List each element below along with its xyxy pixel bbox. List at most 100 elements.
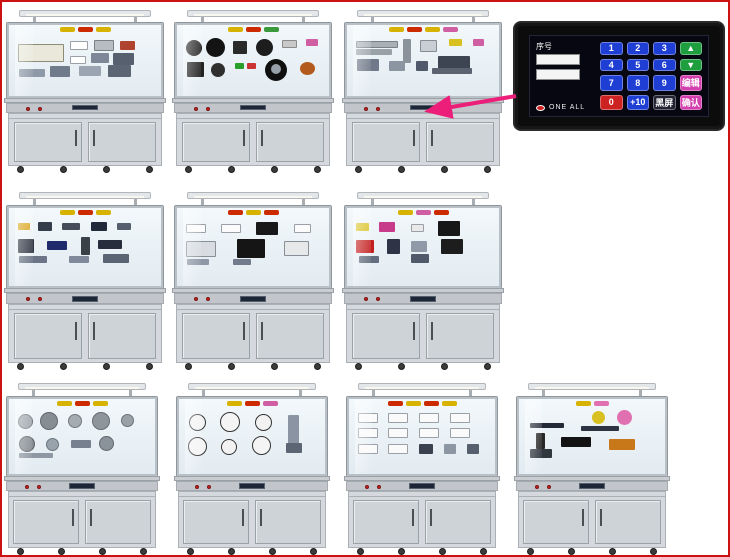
lamp-arm-icon (200, 17, 204, 24)
door-handle-icon[interactable] (431, 322, 434, 341)
door-handle-icon[interactable] (431, 129, 434, 146)
power-button[interactable] (193, 106, 198, 111)
door-handle-icon[interactable] (429, 508, 432, 527)
cabinet-door-right[interactable] (256, 313, 325, 359)
keypad-button-1[interactable]: 2 (626, 42, 649, 55)
keypad-button-15[interactable]: 确认 (679, 94, 702, 110)
keypad-button-0[interactable]: 1 (600, 42, 623, 55)
door-handle-icon[interactable] (599, 508, 602, 527)
power-button[interactable] (535, 484, 539, 489)
component-part (357, 412, 378, 423)
cabinet-door-left[interactable] (13, 313, 82, 359)
cabinet-door-right[interactable] (254, 500, 321, 545)
power-button[interactable] (363, 297, 368, 302)
component-part (530, 448, 553, 458)
keypad-button-4[interactable]: 4 (600, 58, 623, 71)
door-handle-icon[interactable] (74, 322, 77, 341)
cabinet-door-left[interactable] (181, 313, 250, 359)
bench-top (514, 475, 670, 482)
cabinet-door-right[interactable] (88, 313, 157, 359)
door-handle-icon[interactable] (412, 508, 415, 527)
cabinet-door-right[interactable] (426, 313, 495, 359)
wheel-icon (16, 548, 24, 555)
cabinet-door-right[interactable] (424, 500, 491, 545)
cabinet-door-left[interactable] (523, 500, 590, 545)
door-handle-icon[interactable] (259, 508, 262, 527)
power-button[interactable] (25, 297, 30, 302)
bench-top (344, 475, 500, 482)
keypad-button-12[interactable]: 0 (600, 94, 623, 110)
board-components (182, 408, 322, 472)
power-button[interactable] (365, 484, 369, 489)
banner-segment (244, 400, 260, 406)
keypad-button-10[interactable]: 9 (653, 75, 676, 91)
keypad-button-11[interactable]: 编辑 (679, 75, 702, 91)
door-handle-icon[interactable] (261, 322, 264, 341)
door-handle-icon[interactable] (93, 322, 96, 341)
keypad-button-7[interactable]: ▼ (679, 58, 702, 71)
component-part (121, 414, 135, 428)
component-part (68, 414, 82, 429)
cabinet-door-left[interactable] (353, 500, 420, 545)
power-button[interactable] (25, 106, 30, 111)
cabinet-door-left[interactable] (351, 121, 420, 163)
door-handle-icon[interactable] (412, 322, 415, 341)
cabinet-door-left[interactable] (183, 500, 250, 545)
door-handle-icon[interactable] (74, 129, 77, 146)
wheel-icon (186, 548, 194, 555)
keypad-button-6[interactable]: 6 (653, 58, 676, 71)
door-handle-icon[interactable] (242, 322, 245, 341)
banner-segment (397, 210, 413, 216)
power-button[interactable] (195, 484, 199, 489)
power-button[interactable] (193, 297, 198, 302)
wheel-icon (313, 363, 321, 370)
stop-button[interactable] (376, 106, 381, 111)
door-handle-icon[interactable] (261, 129, 264, 146)
door-handle-icon[interactable] (89, 508, 92, 527)
component-part (419, 443, 434, 454)
keypad-button-2[interactable]: 3 (653, 42, 676, 55)
stop-button[interactable] (37, 484, 41, 489)
cabinet-door-left[interactable] (351, 313, 420, 359)
door-handle-icon[interactable] (242, 508, 245, 527)
bench-top (172, 98, 334, 103)
display-board (6, 205, 164, 290)
stop-button[interactable] (206, 297, 211, 302)
stop-button[interactable] (547, 484, 551, 489)
control-screen (239, 483, 265, 490)
door-handle-icon[interactable] (93, 129, 96, 146)
cabinet-door-left[interactable] (13, 121, 82, 163)
keypad-button-8[interactable]: 7 (600, 75, 623, 91)
keypad-button-3[interactable]: ▲ (679, 42, 702, 55)
keypad-button-5[interactable]: 5 (626, 58, 649, 71)
cabinet-door-right[interactable] (84, 500, 151, 545)
banner-segment (245, 27, 261, 33)
door-handle-icon[interactable] (582, 508, 585, 527)
stop-button[interactable] (38, 106, 43, 111)
keypad-button-9[interactable]: 8 (626, 75, 649, 91)
power-button[interactable] (363, 106, 368, 111)
door-handle-icon[interactable] (242, 129, 245, 146)
lamp-arm-icon (370, 199, 374, 206)
component-part (299, 61, 315, 75)
component-part (536, 433, 545, 450)
door-handle-icon[interactable] (72, 508, 75, 527)
cabinet-door-left[interactable] (181, 121, 250, 163)
cabinet-door-right[interactable] (594, 500, 661, 545)
keypad-button-14[interactable]: 黑屏 (653, 94, 676, 110)
stop-button[interactable] (376, 297, 381, 302)
keypad-button-13[interactable]: +10 (626, 94, 649, 110)
control-panel (6, 293, 164, 305)
stop-button[interactable] (38, 297, 43, 302)
cabinet-door-right[interactable] (256, 121, 325, 163)
power-button[interactable] (25, 484, 29, 489)
cabinet-door-right[interactable] (88, 121, 157, 163)
wheel-icon (140, 548, 148, 555)
stop-button[interactable] (207, 484, 211, 489)
door-handle-icon[interactable] (412, 129, 415, 146)
stop-button[interactable] (206, 106, 211, 111)
cabinet-door-right[interactable] (426, 121, 495, 163)
stop-button[interactable] (377, 484, 381, 489)
cabinet-door-left[interactable] (13, 500, 80, 545)
